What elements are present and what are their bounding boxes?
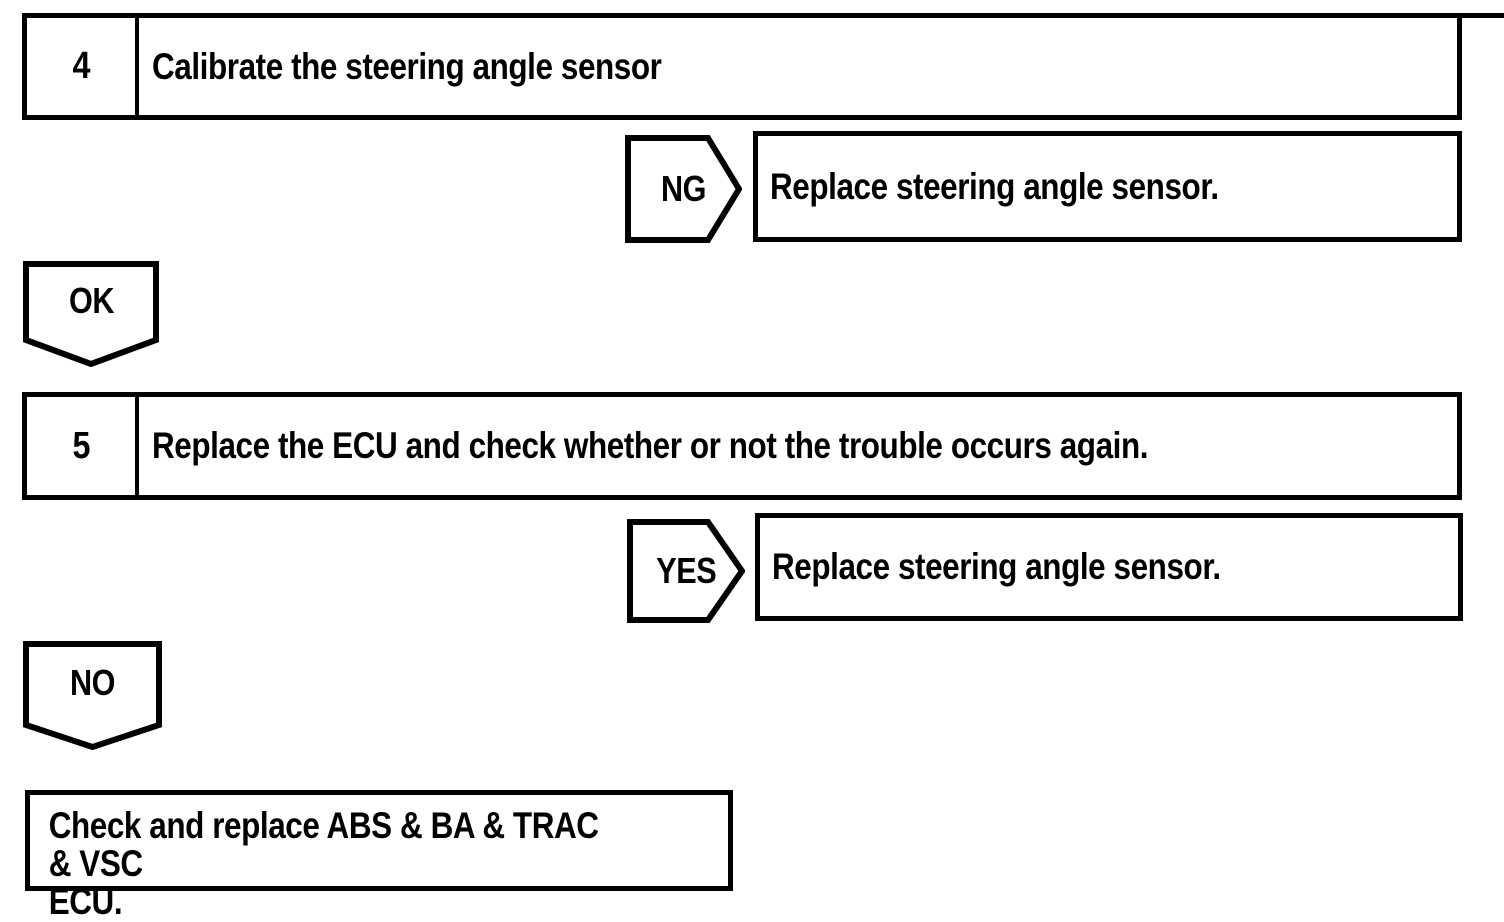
right-arrow-pentagon-icon	[625, 135, 742, 243]
yes-label-wrap: YES	[627, 519, 745, 623]
step-5-box: 5 Replace the ECU and check whether or n…	[22, 392, 1462, 500]
step-4-number: 4	[72, 45, 90, 87]
no-connector: NO	[23, 641, 162, 750]
ng-result-text: Replace steering angle sensor.	[770, 165, 1219, 207]
terminal-action-box: Check and replace ABS & BA & TRAC & VSC …	[25, 790, 733, 921]
no-label: NO	[69, 661, 116, 703]
step-5-instruction: Replace the ECU and check whether or not…	[152, 425, 1149, 466]
yes-result-text: Replace steering angle sensor.	[772, 546, 1221, 587]
step-4-box: 4 Calibrate the steering angle sensor	[22, 13, 1462, 120]
ok-connector: OK	[23, 261, 159, 367]
step-5-number: 5	[72, 424, 90, 467]
yes-label: YES	[656, 550, 716, 591]
yes-connector: YES	[627, 519, 745, 623]
ok-label-wrap: OK	[23, 261, 159, 367]
down-arrow-pentagon-icon	[23, 641, 162, 750]
terminal-action-text: Check and replace ABS & BA & TRAC & VSC …	[48, 805, 599, 922]
yes-result-box: Replace steering angle sensor.	[755, 513, 1463, 621]
step-4-number-cell: 4	[27, 18, 139, 115]
ng-label: NG	[660, 168, 707, 209]
right-arrow-pentagon-icon	[627, 519, 745, 623]
step-5-number-cell: 5	[27, 397, 139, 495]
step-4-instruction: Calibrate the steering angle sensor	[152, 45, 662, 87]
ng-connector: NG	[625, 135, 742, 243]
no-label-wrap: NO	[23, 641, 162, 750]
ng-result-box: Replace steering angle sensor.	[753, 131, 1462, 242]
step-5-instruction-cell: Replace the ECU and check whether or not…	[139, 397, 1457, 495]
ng-label-wrap: NG	[625, 135, 742, 243]
step-4-instruction-cell: Calibrate the steering angle sensor	[139, 18, 1457, 115]
down-arrow-pentagon-icon	[23, 261, 159, 367]
ok-label: OK	[68, 280, 114, 321]
